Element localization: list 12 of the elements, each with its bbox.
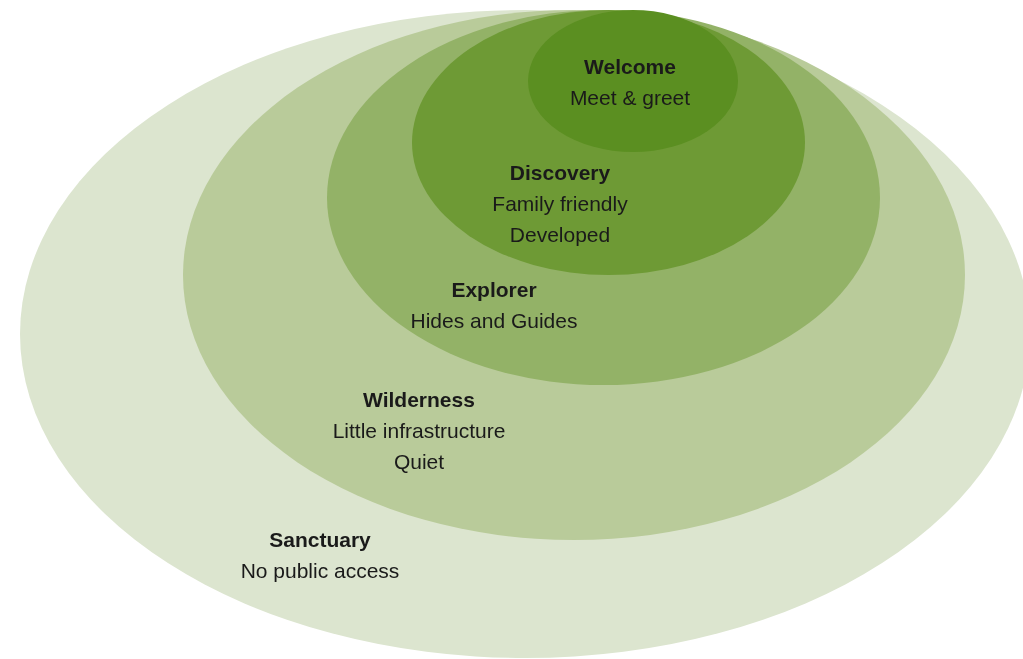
zone-description: No public access <box>240 558 400 584</box>
zone-title: Wilderness <box>363 387 475 413</box>
zone-description: Meet & greet <box>569 85 691 111</box>
zone-description: Hides and Guides <box>410 308 578 334</box>
zone-description: Family friendly <box>492 191 628 217</box>
zone-description: Developed <box>509 222 611 248</box>
zone-description: Quiet <box>393 449 445 475</box>
zone-title: Welcome <box>584 54 676 80</box>
zone-title: Discovery <box>509 160 611 186</box>
zone-title: Sanctuary <box>269 527 371 553</box>
zone-description: Little infrastructure <box>332 418 506 444</box>
zone-title: Explorer <box>451 277 537 303</box>
